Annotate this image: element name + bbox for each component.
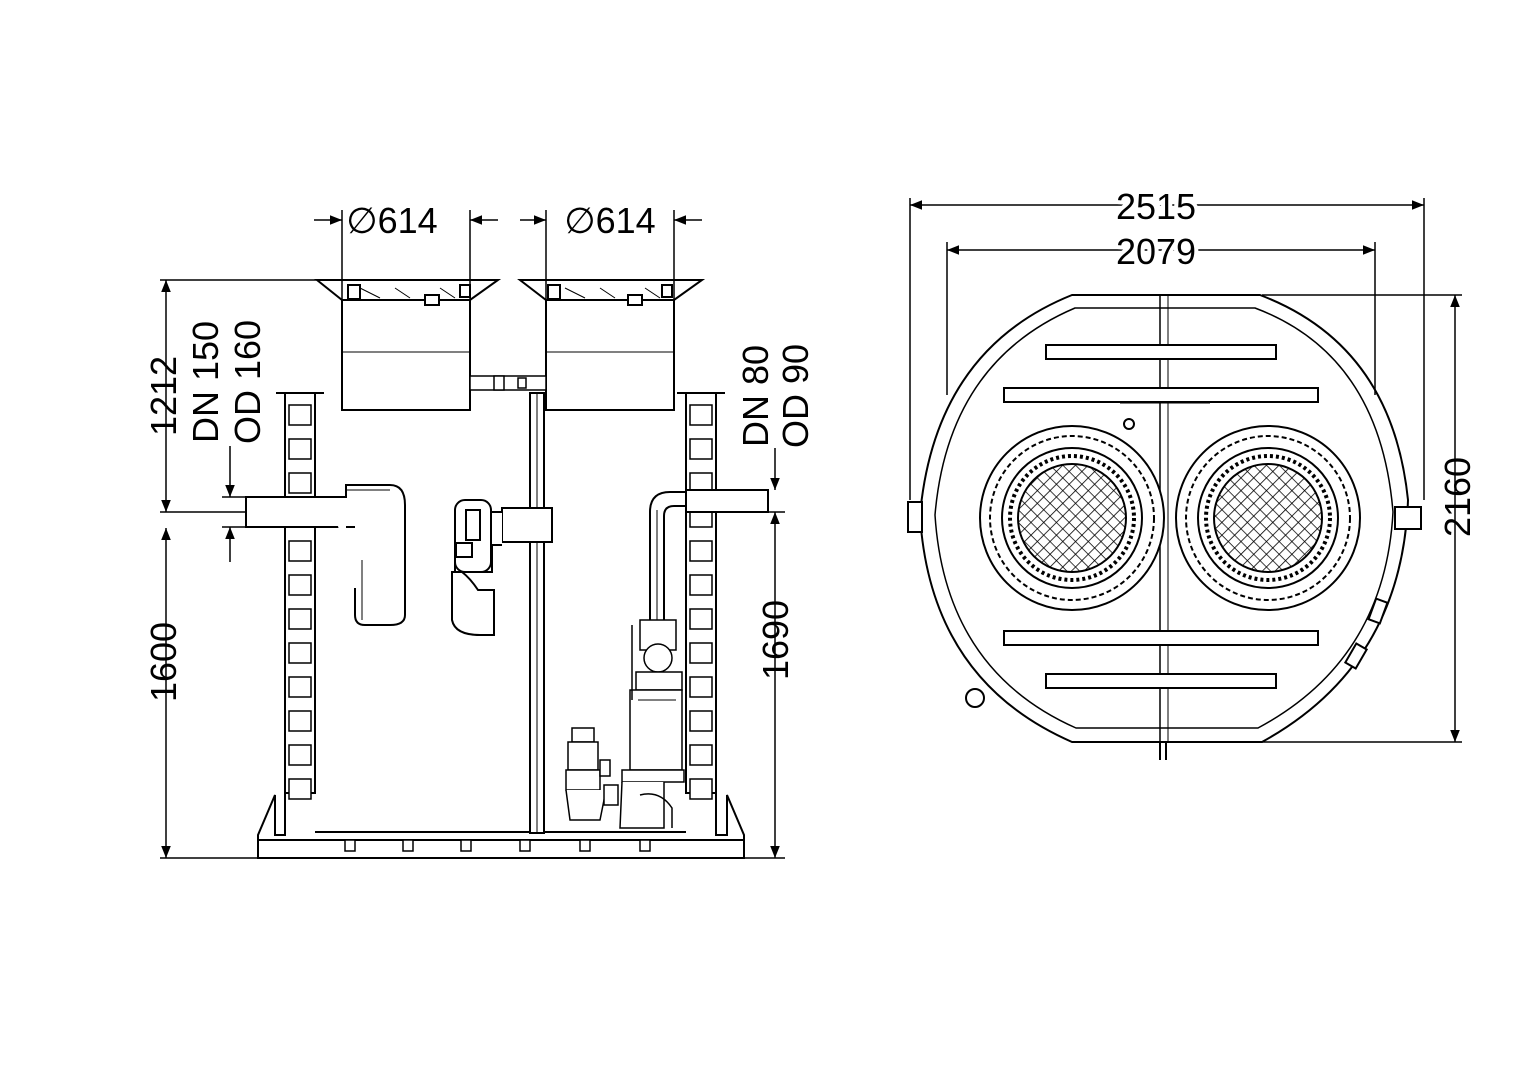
wall-rib xyxy=(689,642,713,664)
inlet-od-label: OD 160 xyxy=(227,320,268,444)
manhole-cover-left xyxy=(979,425,1165,611)
cover-diameter-label-1: ∅614 xyxy=(346,200,437,241)
width-outer-label: 2515 xyxy=(1116,186,1196,227)
wall-rib xyxy=(288,608,312,630)
inlet-pipe xyxy=(245,484,406,626)
wall-rib xyxy=(689,778,713,800)
base-stud xyxy=(579,839,591,852)
base-stud xyxy=(344,839,356,852)
side-section-view: ∅614 ∅614 1212 DN 150 OD 160 DN 80 OD 90… xyxy=(143,200,816,859)
width-inner-label: 2079 xyxy=(1116,231,1196,272)
wall-rib xyxy=(288,540,312,562)
manhole-shaft-right xyxy=(517,279,706,411)
outlet-dn-label: DN 80 xyxy=(735,345,776,447)
inlet-dn-label: DN 150 xyxy=(185,321,226,443)
wall-rib xyxy=(689,710,713,732)
wall-rib xyxy=(689,438,713,460)
height-outlet-label: 1690 xyxy=(755,600,796,680)
wall-rib xyxy=(689,574,713,596)
wall-rib xyxy=(689,404,713,426)
height-inlet-label: 1600 xyxy=(143,622,184,702)
base-stud xyxy=(519,839,531,852)
dimension-lines-side xyxy=(160,210,785,859)
left-wall-ribs xyxy=(288,404,312,800)
wall-rib xyxy=(288,472,312,494)
wall-rib xyxy=(689,676,713,698)
outlet-od-label: OD 90 xyxy=(775,344,816,448)
wall-rib xyxy=(288,642,312,664)
base-stud xyxy=(402,839,414,852)
depth-label: 2160 xyxy=(1437,457,1478,537)
base-stud xyxy=(639,839,651,852)
wall-rib xyxy=(288,438,312,460)
height-top-label: 1212 xyxy=(143,356,184,436)
cover-diameter-label-2: ∅614 xyxy=(564,200,655,241)
wall-rib xyxy=(288,404,312,426)
wall-rib xyxy=(288,744,312,766)
wall-rib xyxy=(288,710,312,732)
wall-rib xyxy=(288,574,312,596)
top-plan-view: 2515 2079 2160 xyxy=(907,182,1478,760)
base-stud xyxy=(460,839,472,852)
divider-wall xyxy=(529,392,545,834)
wall-rib xyxy=(288,778,312,800)
right-wall-ribs xyxy=(689,404,713,800)
wall-rib xyxy=(689,540,713,562)
wall-rib xyxy=(689,744,713,766)
wall-rib xyxy=(689,608,713,630)
bottom-studs xyxy=(344,839,651,852)
transfer-elbow xyxy=(451,499,553,636)
shaft-collar xyxy=(469,375,547,391)
manhole-shaft-left xyxy=(314,279,502,411)
manhole-cover-right xyxy=(1175,425,1361,611)
pump-assembly-large xyxy=(619,619,685,829)
wall-rib xyxy=(288,676,312,698)
outlet-pipe xyxy=(649,489,769,625)
dimension-lines-plan xyxy=(909,198,1462,743)
pump-assembly-small xyxy=(565,727,619,821)
